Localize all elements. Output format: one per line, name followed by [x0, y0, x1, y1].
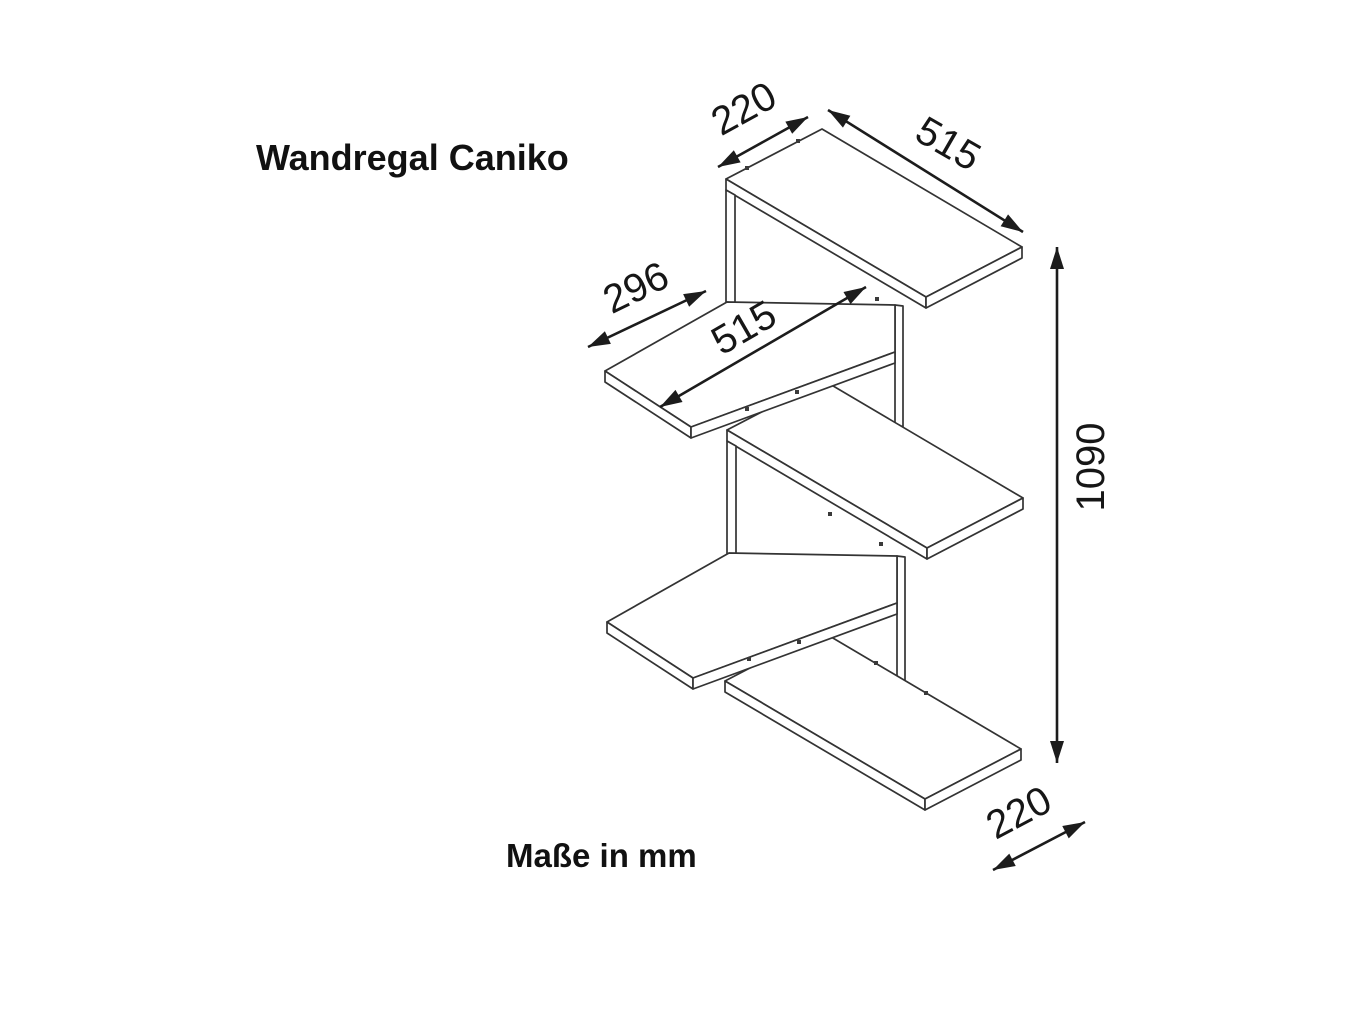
shelf-board-3 — [726, 379, 1024, 560]
dimension-total-height: 1090 — [1050, 247, 1113, 763]
units-note: Maße in mm — [506, 837, 697, 874]
connector-panel-3 — [726, 440, 737, 557]
dimension-label-total-height: 1090 — [1069, 423, 1113, 512]
dimension-label-bottom-depth: 220 — [979, 778, 1059, 848]
connector-panel-2 — [894, 304, 904, 428]
connector-panel-1 — [725, 189, 736, 304]
connector-panel-4 — [896, 555, 906, 682]
shelf-board-5-bottom — [724, 630, 1022, 811]
dimension-bottom-depth: 220 — [979, 778, 1086, 872]
dimension-label-top-depth: 220 — [704, 74, 784, 145]
drawing-title: Wandregal Caniko — [256, 137, 569, 178]
shelf-board-4 — [606, 552, 898, 690]
